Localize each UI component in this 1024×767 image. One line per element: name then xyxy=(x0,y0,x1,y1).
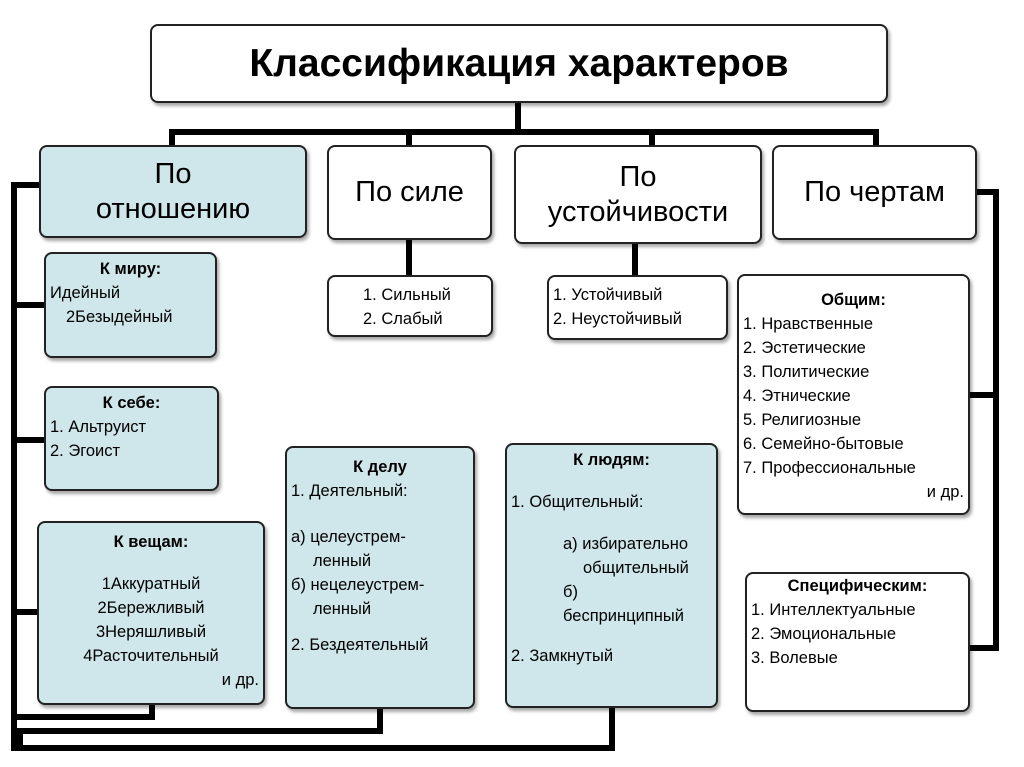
specific-item: 3. Волевые xyxy=(751,649,838,667)
stability-item: 1. Устойчивый xyxy=(553,286,663,304)
to-self-item: 2. Эгоист xyxy=(50,442,121,460)
to-things-item: 3Неряшливый xyxy=(95,623,207,641)
category-traits: По чертам xyxy=(772,145,977,240)
to-work-a2: ленный xyxy=(313,552,372,570)
general-item: 2. Эстетические xyxy=(743,339,866,357)
category-strength-label: По силе xyxy=(355,176,464,209)
specific-item: 1. Интеллектуальные xyxy=(751,601,916,619)
specific-heading: Специфическим: xyxy=(787,577,928,595)
to-self-item: 1. Альтруист xyxy=(50,418,147,436)
general-item: 4. Этнические xyxy=(743,387,851,405)
general-item: 5. Религиозные xyxy=(743,411,862,429)
category-strength: По силе xyxy=(327,145,492,240)
box-specific-traits: Специфическим: 1. Интеллектуальные 2. Эм… xyxy=(745,572,970,712)
category-stability: По устойчивости xyxy=(514,145,762,244)
to-things-item: 2Бережливый xyxy=(97,599,205,617)
stability-item: 2. Неустойчивый xyxy=(553,310,682,328)
general-item: 3. Политические xyxy=(743,363,870,381)
to-work-b2: ленный xyxy=(313,600,372,618)
category-relation: По отношению xyxy=(39,145,307,238)
to-people-b2: беспринципный xyxy=(563,607,684,625)
to-world-item: Идейный xyxy=(50,284,121,302)
to-things-item: 1Аккуратный xyxy=(101,575,201,593)
to-self-heading: К себе: xyxy=(102,394,161,412)
to-things-heading: К вещам: xyxy=(113,533,189,551)
to-people-item1: 1. Общительный: xyxy=(511,493,644,511)
general-item: 1. Нравственные xyxy=(743,315,874,333)
strength-item: 1. Сильный xyxy=(363,286,451,304)
diagram-title: Классификация характеров xyxy=(249,41,789,85)
box-general-traits: Общим: 1. Нравственные 2. Эстетические 3… xyxy=(737,274,970,515)
to-work-item2: 2. Бездеятельный xyxy=(291,636,429,654)
category-relation-label: По отношению xyxy=(95,157,251,225)
to-people-heading: К людям: xyxy=(573,451,650,469)
title-box: Классификация характеров xyxy=(150,24,888,103)
to-world-heading: К миру: xyxy=(99,260,162,278)
to-people-b1: б) xyxy=(563,583,578,601)
to-work-b1: б) нецелеустрем- xyxy=(291,576,425,594)
box-to-people: К людям: 1. Общительный: а) избирательно… xyxy=(505,443,718,708)
to-work-item1: 1. Деятельный: xyxy=(291,482,408,500)
to-people-a1: а) избирательно xyxy=(563,535,689,553)
general-item: 7. Профессиональные xyxy=(743,459,916,477)
general-item: 6. Семейно-бытовые xyxy=(743,435,904,453)
box-strength: 1. Сильный 2. Слабый xyxy=(327,275,493,337)
to-world-item: 2Безыдейный xyxy=(66,308,173,326)
to-things-etc: и др. xyxy=(221,671,259,689)
general-heading: Общим: xyxy=(821,291,886,309)
box-to-self: К себе: 1. Альтруист 2. Эгоист xyxy=(44,386,219,491)
category-stability-label: По устойчивости xyxy=(547,160,729,228)
box-to-work: К делу 1. Деятельный: а) целеустрем- лен… xyxy=(285,446,475,709)
to-work-heading: К делу xyxy=(353,458,407,476)
to-work-a1: а) целеустрем- xyxy=(291,528,406,546)
box-to-things: К вещам: 1Аккуратный 2Бережливый 3Неряшл… xyxy=(37,521,265,705)
category-traits-label: По чертам xyxy=(804,176,945,209)
box-to-world: К миру: Идейный 2Безыдейный xyxy=(44,252,217,358)
to-things-item: 4Расточительный xyxy=(83,647,219,665)
strength-item: 2. Слабый xyxy=(363,310,443,328)
to-people-item2: 2. Замкнутый xyxy=(511,647,614,665)
to-people-a2: общительный xyxy=(583,559,689,577)
general-etc: и др. xyxy=(926,483,964,501)
box-stability: 1. Устойчивый 2. Неустойчивый xyxy=(547,275,728,340)
specific-item: 2. Эмоциональные xyxy=(751,625,897,643)
